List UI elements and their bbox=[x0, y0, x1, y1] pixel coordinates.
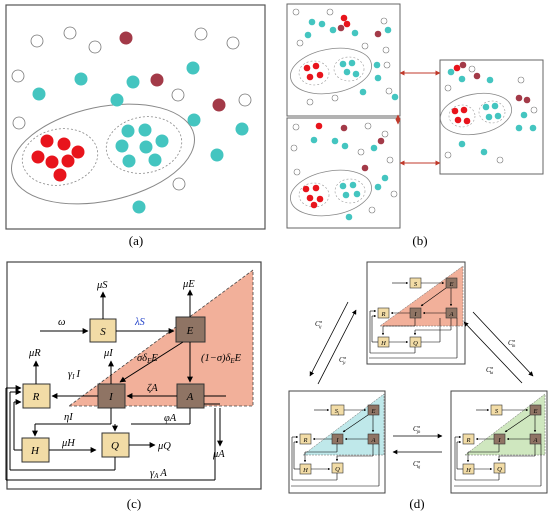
box-Q-label: Q bbox=[111, 440, 119, 452]
label-muE: μE bbox=[182, 279, 195, 290]
panel-b: (b) bbox=[286, 3, 544, 248]
teal-cluster-ellipse bbox=[105, 116, 183, 174]
label-muA: μA bbox=[212, 449, 225, 460]
panel-a-frame bbox=[5, 4, 266, 230]
box-S-label: S bbox=[100, 326, 106, 338]
svg-text:R: R bbox=[303, 437, 308, 444]
svg-text:A: A bbox=[449, 311, 454, 318]
migration-arrows bbox=[395, 70, 441, 166]
svg-text:E: E bbox=[533, 408, 538, 415]
svg-text:Sj: Sj bbox=[335, 408, 340, 416]
svg-text:R: R bbox=[381, 311, 386, 318]
panel-a: (a) bbox=[5, 4, 266, 248]
label-lambdaS: λS bbox=[134, 317, 146, 328]
label-muS: μS bbox=[96, 280, 108, 291]
panel-d: S E I A R H Q bbox=[288, 261, 548, 511]
svg-text:Q: Q bbox=[497, 466, 502, 473]
svg-text:H: H bbox=[465, 467, 471, 474]
mini-model-left: Sj E I A R H Q bbox=[291, 404, 380, 487]
label-muI: μI bbox=[103, 348, 113, 359]
label-one-minus-sigma: (1−σ)δEE bbox=[201, 353, 242, 365]
svg-text:H: H bbox=[380, 340, 386, 347]
label-omega: ω bbox=[58, 317, 65, 328]
svg-text:S: S bbox=[414, 281, 418, 288]
label-sigma-delta-E: σδEE bbox=[137, 353, 158, 365]
box-E-label: E bbox=[186, 325, 194, 337]
box-A-label: A bbox=[186, 391, 194, 403]
label-muR: μR bbox=[28, 348, 41, 359]
box-I-label: I bbox=[108, 391, 114, 403]
mini-model-top: S E I A R H Q bbox=[369, 277, 458, 359]
box-R-label: R bbox=[32, 391, 40, 403]
label-etaI: ηI bbox=[64, 412, 73, 423]
svg-text:I: I bbox=[497, 437, 501, 444]
panel-d-caption: (d) bbox=[409, 496, 424, 511]
svg-text:S: S bbox=[495, 408, 499, 415]
svg-text:A: A bbox=[533, 437, 538, 444]
panel-c-caption: (c) bbox=[127, 496, 141, 511]
flow-arrows bbox=[5, 289, 226, 481]
label-muH: μH bbox=[61, 438, 76, 449]
svg-text:R: R bbox=[466, 437, 471, 444]
svg-text:Q: Q bbox=[413, 340, 418, 347]
svg-text:I: I bbox=[335, 437, 339, 444]
svg-text:I: I bbox=[413, 311, 417, 318]
mini-model-right: S E I A R H Q bbox=[454, 404, 542, 487]
box-E bbox=[175, 316, 206, 343]
city-bottom-frame bbox=[286, 117, 401, 229]
label-zetaA: ζA bbox=[147, 383, 158, 394]
inter-node-arrows bbox=[309, 301, 534, 455]
panel-c: S E I A R H Q bbox=[5, 261, 262, 511]
svg-text:H: H bbox=[302, 467, 308, 474]
svg-text:Q: Q bbox=[335, 466, 340, 473]
label-muQ: μQ bbox=[157, 441, 171, 452]
red-cluster-ellipse bbox=[21, 128, 99, 186]
population-dots bbox=[11, 26, 252, 214]
panel-a-caption: (a) bbox=[129, 233, 143, 248]
label-phiA: φA bbox=[164, 413, 177, 424]
box-H-label: H bbox=[30, 445, 40, 457]
svg-text:A: A bbox=[371, 437, 376, 444]
infected-region bbox=[67, 269, 254, 407]
panel-b-caption: (b) bbox=[412, 233, 427, 248]
outer-cluster-ellipse bbox=[11, 103, 195, 205]
svg-text:E: E bbox=[449, 281, 454, 288]
svg-text:E: E bbox=[371, 408, 376, 415]
